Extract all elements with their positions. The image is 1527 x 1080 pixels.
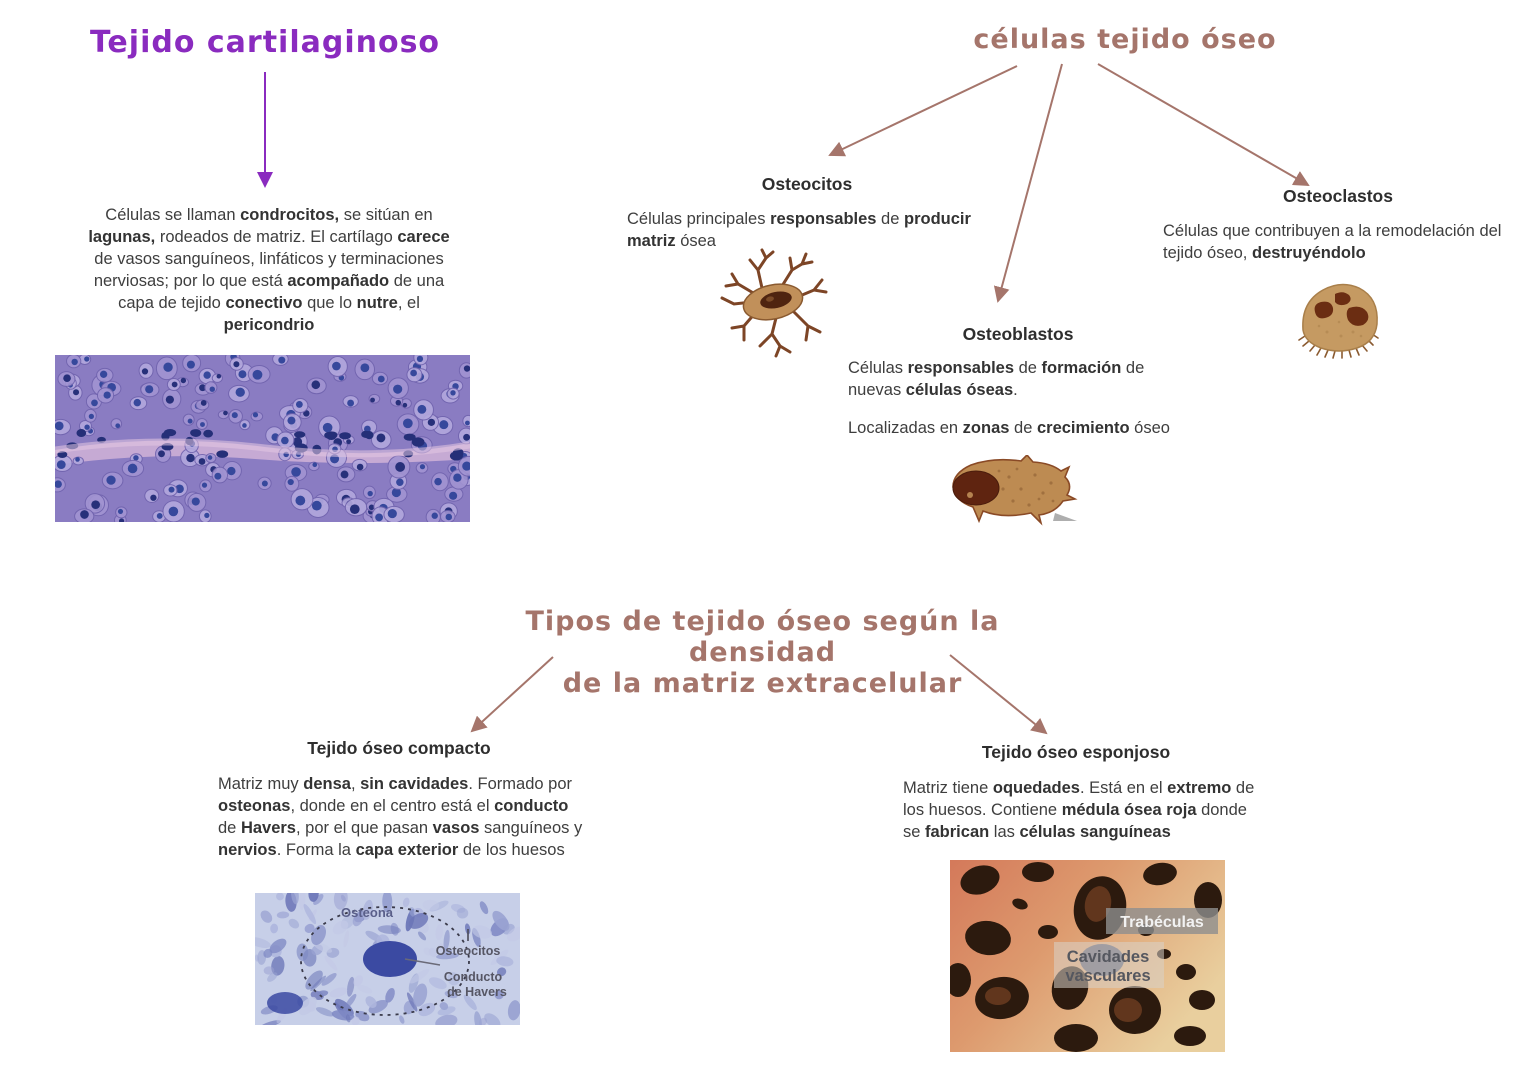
- bone-types-title-line1: Tipos de tejido óseo según la densidad: [525, 606, 1000, 669]
- compact-bone-histology-image: Osteona Osteocitos Conducto de Havers: [255, 893, 520, 1025]
- osteoblastos-description-1: Células responsables de formación de nue…: [848, 359, 1145, 399]
- osteoclast-cell-image: [1291, 278, 1391, 363]
- compact-label-osteocitos: Osteocitos: [436, 944, 501, 958]
- osteoblast-cell-image: [943, 455, 1083, 533]
- osteoclastos-description: Células que contribuyen a la remodelació…: [1163, 222, 1502, 262]
- spongy-label-cavidades-2: vasculares: [1065, 967, 1150, 985]
- osteocyte-cell-image: [710, 246, 835, 361]
- tejido-esponjoso-heading: Tejido óseo esponjoso: [981, 742, 1171, 762]
- bone-cells-section-title: células tejido óseo: [973, 24, 1277, 55]
- compact-label-osteona: Osteona: [341, 905, 394, 920]
- spongy-label-cavidades-1: Cavidades: [1067, 948, 1150, 966]
- tejido-esponjoso-description: Matriz tiene oquedades. Está en el extre…: [903, 779, 1255, 841]
- spongy-bone-image: Trabéculas Cavidades vasculares: [950, 860, 1225, 1052]
- cartilage-histology-image: [55, 355, 470, 522]
- compact-label-conducto-2: de Havers: [447, 985, 507, 999]
- compact-label-conducto-1: Conducto: [444, 970, 503, 984]
- arrow-bonecells-to-osteoclastos: [1097, 63, 1310, 186]
- bone-types-section-title: Tipos de tejido óseo según la densidad d…: [470, 606, 1055, 699]
- arrow-bonecells-to-osteoblastos: [993, 63, 1063, 303]
- cartilage-description: Células se llaman condrocitos, se sitúan…: [88, 206, 450, 334]
- osteoclastos-heading: Osteoclastos: [1283, 186, 1393, 206]
- cartilage-section-title: Tejido cartilaginoso: [89, 25, 441, 60]
- osteocitos-description: Células principales responsables de prod…: [627, 210, 971, 250]
- tejido-compacto-description: Matriz muy densa, sin cavidades. Formado…: [218, 775, 583, 859]
- osteoblastos-heading: Osteoblastos: [962, 324, 1074, 344]
- bone-types-title-line2: de la matriz extracelular: [562, 668, 963, 700]
- osteoblastos-description-2: Localizadas en zonas de crecimiento óseo: [848, 419, 1170, 437]
- arrow-bonecells-to-osteocitos: [828, 65, 1018, 157]
- spongy-label-trabeculas: Trabéculas: [1120, 914, 1204, 931]
- osteocitos-heading: Osteocitos: [761, 174, 853, 194]
- tejido-compacto-heading: Tejido óseo compacto: [307, 738, 491, 758]
